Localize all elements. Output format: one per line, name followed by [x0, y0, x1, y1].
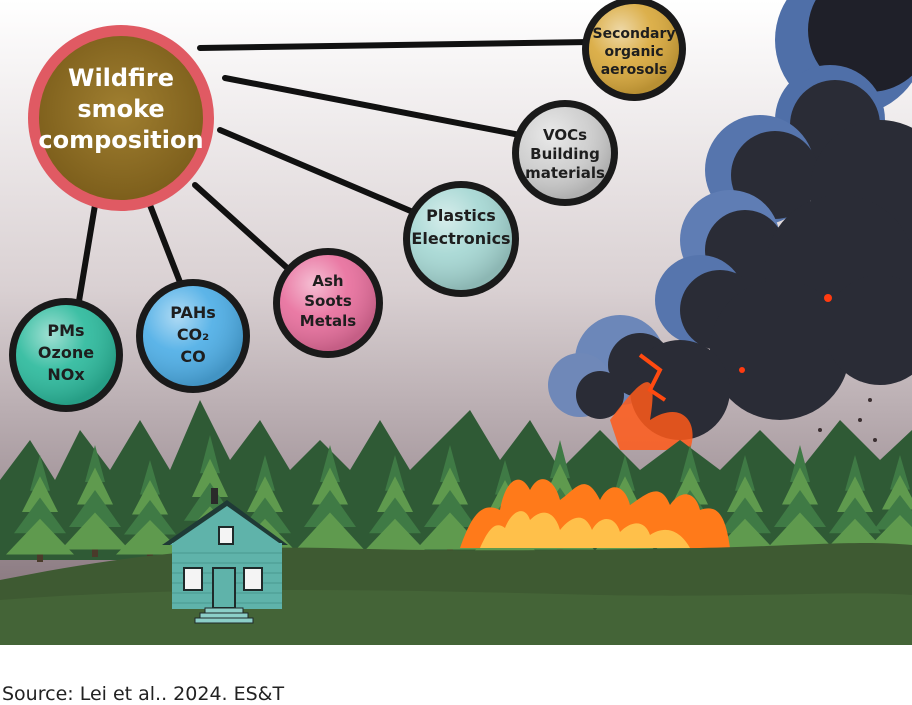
source-caption: Source: Lei et al.. 2024. ES&T [2, 683, 285, 705]
node-pahs-line-1: PAHs [170, 303, 216, 322]
connector-secondary [197, 39, 593, 51]
connector-vocs [222, 75, 523, 138]
node-plastics-electronics: Plastics Electronics [403, 181, 519, 297]
ground-fire [460, 479, 730, 548]
node-ash-line-2: Soots [304, 292, 352, 310]
node-secondary-line-1: Secondary [593, 26, 676, 42]
node-ash-line-3: Metals [300, 312, 357, 330]
pine-tree [6, 455, 74, 562]
node-secondary-organic-aerosols: Secondary organic aerosols [582, 0, 686, 101]
house [162, 488, 288, 624]
wildfire-illustration: Wildfire smoke composition Secondary org… [0, 0, 912, 645]
node-plastics-line-2: Electronics [411, 229, 510, 248]
node-vocs-line-1: VOCs [543, 126, 587, 144]
node-ash-soots-metals: Ash Soots Metals [273, 248, 383, 358]
node-pahs-line-2: CO₂ [177, 325, 209, 344]
node-vocs-building-materials: VOCs Building materials [512, 100, 618, 206]
node-vocs-line-3: materials [525, 164, 605, 182]
node-pms-line-3: NOx [47, 365, 85, 384]
connector-ash [192, 182, 298, 278]
pine-tree [61, 445, 129, 557]
node-secondary-line-3: aerosols [601, 62, 668, 78]
smoke-plume [548, 0, 912, 477]
center-node-line-1: Wildfire [68, 64, 174, 92]
node-ash-line-1: Ash [312, 272, 343, 290]
node-pms-line-1: PMs [47, 321, 84, 340]
node-pms-ozone-nox: PMs Ozone NOx [9, 298, 123, 412]
pine-tree [361, 455, 429, 562]
node-secondary-line-2: organic [604, 44, 663, 60]
center-node-line-2: smoke [77, 95, 164, 123]
node-pahs-co2-co: PAHs CO₂ CO [136, 279, 250, 393]
node-vocs-line-2: Building [530, 145, 600, 163]
connector-plastics [217, 127, 423, 218]
center-node: Wildfire smoke composition [28, 25, 214, 211]
node-pms-line-2: Ozone [38, 343, 94, 362]
connector-pahs [147, 202, 188, 298]
node-plastics-line-1: Plastics [426, 206, 496, 225]
pine-tree [866, 455, 912, 557]
center-node-line-3: composition [38, 126, 203, 154]
pine-tree [296, 445, 364, 557]
node-pahs-line-3: CO [180, 347, 205, 366]
